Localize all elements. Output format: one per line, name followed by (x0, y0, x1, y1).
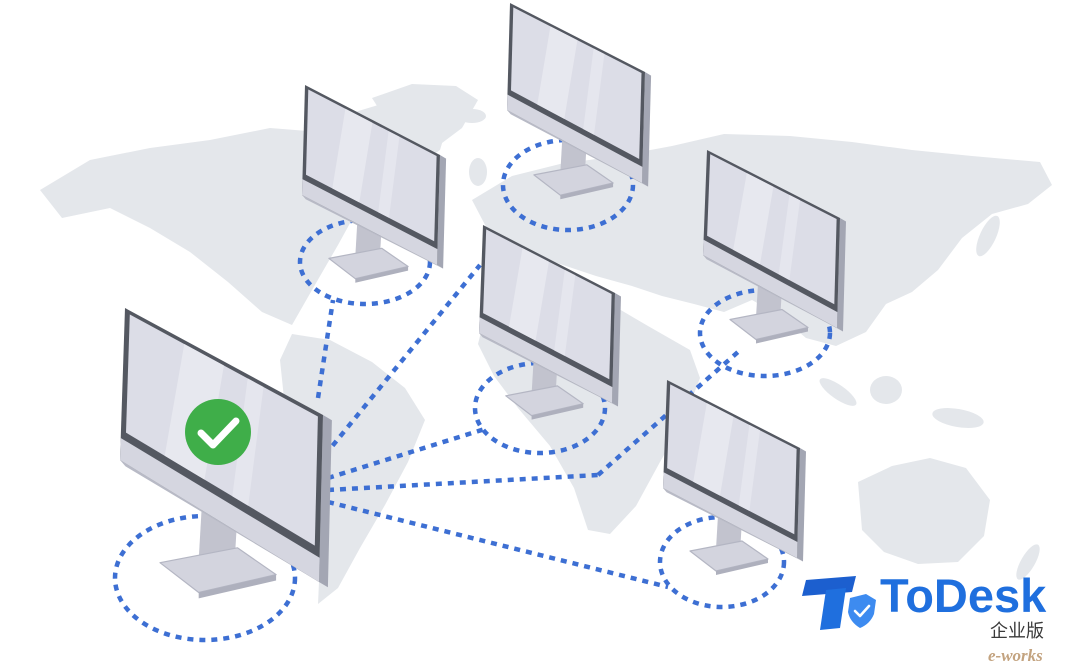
remote-monitor-2-side-edge (642, 72, 652, 187)
connection-line-1 (315, 299, 336, 399)
watermark: e-works (988, 646, 1043, 665)
remote-monitor-2-screen-reflection (537, 26, 578, 119)
monitor-icon (703, 150, 846, 344)
island-new-guinea (932, 408, 984, 428)
check-circle-background (185, 399, 251, 465)
remote-monitor-5-stand-base (689, 540, 769, 572)
primary-monitor-stand-base-edge (198, 574, 277, 599)
check-circle-icon (185, 399, 251, 465)
remote-monitor-3-screen (707, 154, 837, 305)
brand-logo: ToDesk 企业版 (802, 569, 1047, 642)
todesk-logo-icon (802, 576, 876, 630)
remote-monitor-3-screen-reflection (733, 173, 774, 265)
brand-edition: 企业版 (990, 621, 1044, 642)
remote-monitor-5-chin (663, 472, 798, 558)
logo-stem (820, 588, 846, 630)
remote-monitor-4-screen (483, 229, 612, 380)
island-borneo (870, 376, 902, 404)
remote-monitor-5-screen (667, 384, 797, 535)
remote-monitor-3-bottom-edge (703, 255, 843, 332)
remote-monitor-4-bottom-edge (479, 333, 618, 407)
connection-lines (315, 263, 740, 590)
continent-greenland (372, 84, 478, 146)
monitor-icon (663, 380, 806, 575)
connection-line-3 (327, 425, 489, 481)
remote-monitor-1-screen-reflection (332, 108, 373, 203)
remote-monitor-2-screen (511, 7, 642, 160)
remote-monitor-2-halo (500, 137, 636, 233)
primary-monitor-stand-base (159, 547, 277, 594)
remote-monitor-1-bottom-edge (302, 195, 444, 269)
island-new-zealand (1016, 544, 1040, 580)
island-sumatra (819, 378, 857, 406)
remote-monitor-4-screen-reflection-thin (554, 269, 576, 356)
connection-line-6 (327, 499, 669, 590)
remote-monitor-1-screen (306, 89, 437, 242)
island-japan (976, 215, 1000, 257)
remote-monitor-4-stand-base-edge (531, 403, 584, 420)
remote-monitor-2-stand-base-edge (560, 183, 614, 200)
island-uk (469, 158, 487, 186)
remote-monitor-5-stand-base-edge (716, 559, 768, 575)
primary-monitor-side-edge (319, 415, 332, 588)
monitor-icon (479, 225, 621, 420)
check-mark (197, 417, 240, 449)
remote-monitor-1-stand-base-edge (355, 266, 409, 283)
remote-monitor-1-screen-reflection-thin (378, 131, 400, 218)
island-iceland (458, 109, 486, 123)
continent-australia (858, 458, 990, 564)
remote-monitor-2-bottom-edge (507, 110, 649, 187)
remote-monitor-5-bottom-edge (663, 488, 803, 562)
remote-monitor-1-side-edge (437, 155, 447, 269)
remote-monitor-2-chin (507, 94, 643, 183)
brand-name: ToDesk (880, 569, 1047, 622)
primary-monitor-chin (120, 438, 320, 582)
shield-icon (848, 594, 876, 628)
remote-monitor-1-stand-base (328, 247, 409, 280)
monitor-icon (302, 85, 447, 283)
remote-monitor-3-stand-base-edge (756, 327, 808, 344)
remote-monitor-4-side-edge (612, 293, 621, 407)
monitor-icon (507, 3, 652, 200)
remote-monitor-3-side-edge (837, 218, 846, 332)
connection-line-4 (327, 472, 599, 493)
remote-monitor-4-screen-reflection (509, 248, 549, 341)
connection-line-2 (323, 263, 482, 457)
remote-monitor-3-chin (703, 239, 838, 328)
remote-monitor-2-screen-reflection-thin (583, 48, 605, 135)
remote-monitor-1-chin (302, 179, 438, 265)
remote-monitor-5-screen-reflection (693, 403, 734, 496)
remote-monitor-5-side-edge (797, 448, 806, 562)
remote-monitor-3-screen-reflection-thin (778, 194, 800, 281)
remote-monitor-4-halo (472, 360, 608, 456)
remote-monitor-4-chin (479, 317, 613, 403)
shield-check-icon (853, 604, 871, 618)
remote-monitor-5-screen-reflection-thin (738, 424, 760, 511)
